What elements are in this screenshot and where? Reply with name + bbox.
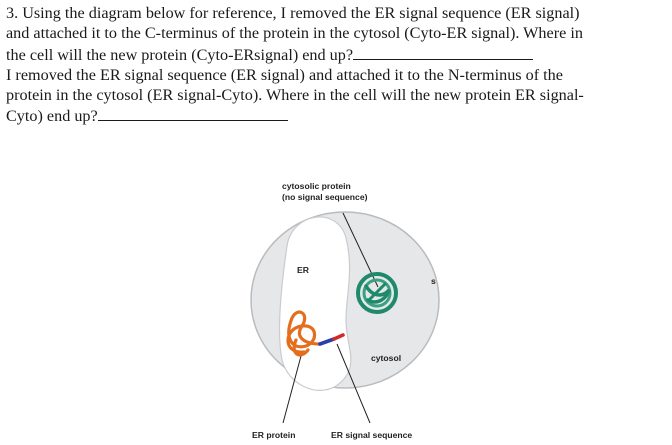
pointer-line-er-protein (282, 355, 302, 424)
er-protein-label: ER protein (252, 430, 295, 440)
cut-off-label: s (431, 276, 436, 286)
question-line-6-text: Cyto) end up? (6, 107, 98, 126)
er-protein-icon (286, 310, 322, 357)
question-line-3: the cell will the new protein (Cyto-ERsi… (6, 44, 668, 65)
question-line-6: Cyto) end up? (6, 105, 668, 126)
cytosolic-protein-label-line-2: (no signal sequence) (282, 192, 368, 202)
cytosolic-protein-icon (356, 272, 398, 314)
question-line-4: I removed the ER signal sequence (ER sig… (6, 65, 563, 84)
question-line-3-text: the cell will the new protein (Cyto-ERsi… (6, 45, 354, 64)
answer-blank-2[interactable] (97, 105, 288, 122)
er-compartment (278, 216, 352, 391)
cytosolic-protein-label-line-1: cytosolic protein (282, 181, 351, 191)
er-label: ER (297, 265, 310, 275)
answer-blank-1[interactable] (353, 44, 534, 60)
cytosol-label: cytosol (371, 353, 401, 363)
question-line-1: 3. Using the diagram below for reference… (6, 4, 580, 22)
er-signal-sequence-label: ER signal sequence (331, 430, 412, 440)
question-line-5: protein in the cytosol (ER signal-Cyto).… (6, 86, 584, 105)
question-line-2: and attached it to the C-terminus of the… (6, 24, 583, 43)
er-signal-sequence-icon (318, 333, 345, 346)
question-text: 3. Using the diagram below for reference… (6, 3, 668, 127)
pointer-line-er-signal (336, 343, 371, 424)
